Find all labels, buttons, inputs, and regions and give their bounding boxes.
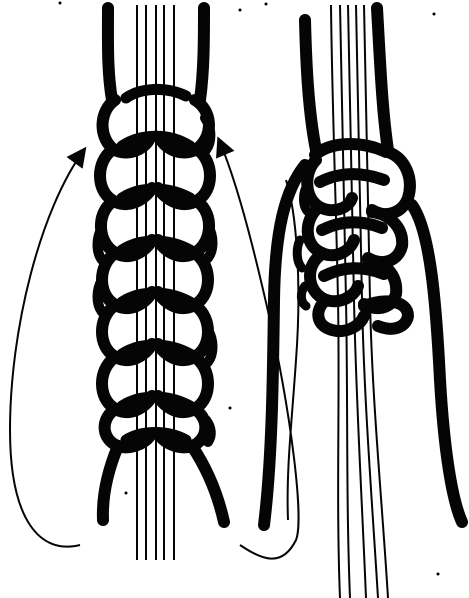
left-panel [10,5,298,560]
right-outer-cords-top [305,8,388,150]
right-arrows [286,180,298,520]
right-knot-cluster [307,144,410,331]
left-arrow-curve-left [10,150,84,547]
right-panel [264,5,462,598]
